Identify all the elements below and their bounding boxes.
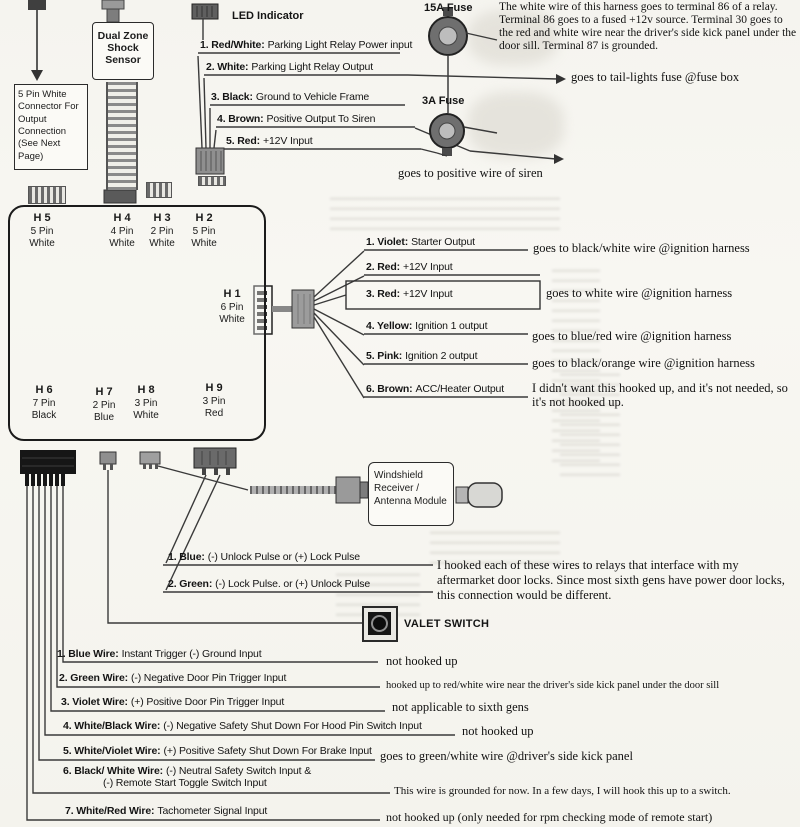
h1-wire-lines [313,249,541,399]
h3-pin-connector [146,182,172,198]
h6-wire-fan [26,486,455,821]
shock-sensor-box: Dual Zone Shock Sensor [92,22,154,80]
fuse-3a-label: 3A Fuse [422,95,465,107]
h1-wire-note: goes to blue/red wire @ignition harness [532,329,732,343]
h1-wire-label: 2. Red:+12V Input [366,261,453,273]
h1-edge-connector [253,285,315,335]
scan-bleed [430,530,560,564]
scan-bleed [560,366,620,476]
receiver-module-box: Windshield Receiver / Antenna Module [368,462,454,526]
h6-wire-note: goes to green/white wire @driver's side … [380,749,633,763]
valet-switch-icon [362,606,398,642]
h9-wire-label: 2. Green:(-) Lock Pulse. or (+) Unlock P… [168,578,371,590]
scan-blob [468,92,564,158]
output-connector-box: 5 Pin White Connector For Output Connect… [14,84,88,170]
h1-wire-label: 3. Red:+12V Input [366,288,453,300]
scan-bleed [552,262,600,462]
shock-sensor-label: Dual Zone Shock Sensor [97,30,149,66]
harness-wire-label: 3. Black:Ground to Vehicle Frame [211,91,370,103]
h1-wire-note: goes to black/white wire @ignition harne… [533,241,750,255]
h6-wire-note: This wire is grounded for now. In a few … [394,785,731,797]
h1-wire-label: 5. Pink:Ignition 2 output [366,350,478,362]
h6-wire-note: not hooked up [462,724,534,738]
h6-wire-note: not applicable to sixth gens [392,700,529,714]
h6-wire-row: 7. White/Red Wire:Tachometer Signal Inpu… [65,805,268,817]
led-connector [191,3,219,40]
harness-wire-lines [197,52,566,164]
scan-bleed [330,196,560,230]
h6-wire-row: 1. Blue Wire:Instant Trigger (-) Ground … [57,648,262,660]
h5-pin-connector [28,186,66,204]
h1-wire-label: 4. Yellow:Ignition 1 output [366,320,488,332]
h9-wire-lines [163,474,433,593]
valet-wire [107,470,362,624]
antenna-cable [157,465,503,508]
h9-connector [193,447,237,475]
valet-switch-label: VALET SWITCH [404,618,490,630]
shock-sensor-connector [101,0,137,204]
h7-connector [99,451,117,470]
down-arrow-icon [28,0,46,81]
fuse-15a-icon [428,7,498,113]
h1-wire-label: 1. Violet:Starter Output [366,236,475,248]
h9-note: I hooked each of these wires to relays t… [437,558,785,602]
fuse-3a-icon [420,113,498,157]
harness-wire-label: 4. Brown:Positive Output To Siren [217,113,376,125]
h8-connector [139,451,161,469]
relay-note: The white wire of this harness goes to t… [499,1,797,53]
h6-wire-row: 2. Green Wire:(-) Negative Door Pin Trig… [59,672,287,684]
h1-wire-note: goes to black/orange wire @ignition harn… [532,356,755,370]
harness-connector [195,147,225,175]
siren-note: goes to positive wire of siren [398,166,543,180]
harness-wire-label: 1. Red/White:Parking Light Relay Power i… [200,39,413,51]
tail-lights-note: goes to tail-lights fuse @fuse box [571,70,740,84]
h6-wire-row: 4. White/Black Wire:(-) Negative Safety … [63,720,422,732]
h6-wire-note: not hooked up [386,654,458,668]
h2-pin-connector [198,176,226,186]
output-connector-label: 5 Pin White Connector For Output Connect… [18,89,79,162]
shock-sensor-ribbon [106,82,138,190]
main-unit-box [8,205,266,441]
h6-wire-row: 3. Violet Wire:(+) Positive Door Pin Tri… [61,696,285,708]
h6-wire-row: 5. White/Violet Wire:(+) Positive Safety… [63,745,372,757]
h6-wire-row: 6. Black/ White Wire:(-) Neutral Safety … [63,765,312,789]
h6-wire-note: hooked up to red/white wire near the dri… [386,680,720,691]
h1-wire-label: 6. Brown:ACC/Heater Output [366,383,504,395]
led-indicator-label: LED Indicator [232,10,304,22]
h1-wire-note: I didn't want this hooked up, and it's n… [532,381,788,410]
h1-wire-note: goes to white wire @ignition harness [546,286,733,300]
harness-wire-label: 2. White:Parking Light Relay Output [206,61,373,73]
fuse-15a-label: 15A Fuse [424,2,473,14]
h9-wire-label: 1. Blue:(-) Unlock Pulse or (+) Lock Pul… [168,551,360,563]
receiver-module-label: Windshield Receiver / Antenna Module [374,470,447,507]
h6-wire-note: not hooked up (only needed for rpm check… [386,810,713,824]
h6-connector [20,450,76,486]
harness-wire-label: 5. Red:+12V Input [226,135,313,147]
